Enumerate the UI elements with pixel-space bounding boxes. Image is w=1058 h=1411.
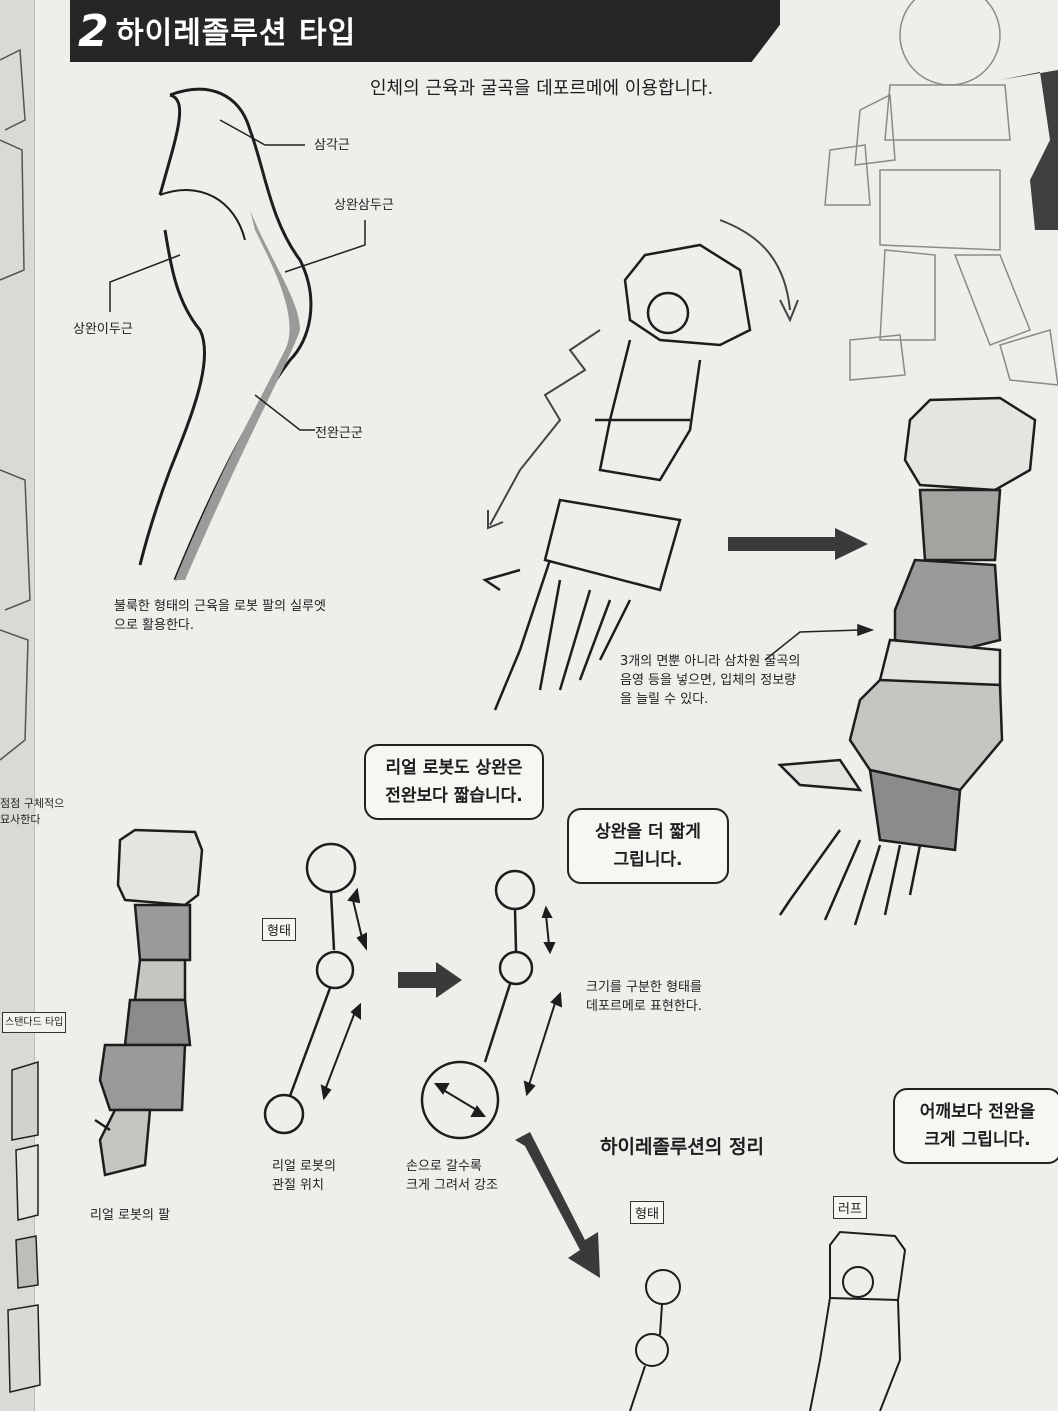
label-biceps: 상완이두근 xyxy=(73,322,133,337)
note-shading-line2: 음영 등을 넣으면, 입체의 정보량 xyxy=(620,673,797,688)
section-number: 2 xyxy=(78,6,109,57)
note-hand-line1: 손으로 갈수록 xyxy=(406,1159,482,1174)
page-title: 하이레졸루션 타입 xyxy=(116,16,357,51)
note-size-line2: 데포르메로 표현한다. xyxy=(586,999,702,1014)
label-triceps: 상완삼두근 xyxy=(334,198,394,213)
leader-arrow xyxy=(764,623,875,661)
note-joint-line1: 리얼 로봇의 xyxy=(272,1159,336,1174)
margin-icons xyxy=(7,1060,41,1393)
speech-bubble-real-robot: 리얼 로봇도 상완은 전완보다 짧습니다. xyxy=(364,744,544,820)
margin-note-line2: 묘사한다 xyxy=(0,813,41,826)
note-joint-position: 리얼 로봇의 관절 위치 xyxy=(272,1157,336,1195)
note-size-line1: 크기를 구분한 형태를 xyxy=(586,980,702,995)
summary-sketch-rough xyxy=(809,1230,907,1411)
caption-real-arm: 리얼 로봇의 팔 xyxy=(90,1208,171,1223)
margin-note: 점점 구체적으 묘사한다 xyxy=(0,796,64,828)
finished-robot-arm xyxy=(777,396,1037,926)
note-silhouette: 불룩한 형태의 근육을 로봇 팔의 실루엣 으로 활용한다. xyxy=(114,597,326,635)
note-hand-line2: 크게 그려서 강조 xyxy=(406,1178,498,1193)
bubble1-line1: 리얼 로봇도 상완은 xyxy=(385,758,523,778)
label-forearm: 전완근군 xyxy=(315,426,363,441)
tag-shape-1: 형태 xyxy=(262,918,296,941)
joint-diagram-deformed xyxy=(420,869,536,1140)
note-hand-emphasis: 손으로 갈수록 크게 그려서 강조 xyxy=(406,1157,498,1195)
speech-bubble-shorter: 상완을 더 짧게 그립니다. xyxy=(567,808,729,884)
length-arrows xyxy=(320,887,563,1117)
summary-sketch-shape xyxy=(629,1269,681,1411)
bubble3-line2: 크게 그립니다. xyxy=(924,1130,1031,1150)
note-shading: 3개의 면뿐 아니라 삼차원 굴곡의 음영 등을 넣으면, 입체의 정보량 을 … xyxy=(620,652,800,709)
rough-robot-arm xyxy=(482,243,752,711)
note-shading-line1: 3개의 면뿐 아니라 삼차원 굴곡의 xyxy=(620,654,801,669)
arrow-right-large xyxy=(728,528,868,560)
arrow-right-small xyxy=(398,962,462,998)
arrow-down-diagonal xyxy=(515,1132,600,1278)
page-subtitle: 인체의 근육과 굴곡을 데포르메에 이용합니다. xyxy=(370,78,714,99)
label-deltoid: 삼각근 xyxy=(314,138,350,153)
curve-arrows xyxy=(487,219,799,530)
bubble2-line2: 그립니다. xyxy=(613,850,683,870)
chibi-robot-sketch xyxy=(824,0,1058,386)
title-bar xyxy=(70,0,780,62)
speech-bubble-shoulder: 어깨보다 전완을 크게 그립니다. xyxy=(893,1088,1058,1164)
muscle-shading xyxy=(175,210,300,580)
dark-robot-part xyxy=(1000,70,1058,230)
bubble3-line1: 어깨보다 전완을 xyxy=(919,1102,1036,1122)
real-robot-arm xyxy=(94,828,204,1177)
note-silhouette-line2: 으로 활용한다. xyxy=(114,618,195,633)
summary-heading: 하이레졸루션의 정리 xyxy=(600,1136,764,1158)
joint-diagram-real xyxy=(263,842,357,1135)
note-silhouette-line1: 불룩한 형태의 근육을 로봇 팔의 실루엣 xyxy=(114,599,327,614)
margin-note-line1: 점점 구체적으 xyxy=(0,797,65,810)
bubble2-line1: 상완을 더 짧게 xyxy=(595,822,701,842)
margin-tag: 스탠다드 타입 xyxy=(2,1012,67,1033)
margin-sketches xyxy=(0,48,31,761)
leader-lines xyxy=(109,119,366,431)
muscle-arm-sketch xyxy=(138,87,313,581)
note-shading-line3: 을 늘릴 수 있다. xyxy=(620,692,709,707)
tag-shape-2: 형태 xyxy=(630,1201,664,1224)
note-size: 크기를 구분한 형태를 데포르메로 표현한다. xyxy=(586,978,702,1016)
bubble1-line2: 전완보다 짧습니다. xyxy=(385,786,523,806)
tag-rough: 러프 xyxy=(833,1196,867,1219)
note-joint-line2: 관절 위치 xyxy=(272,1178,324,1193)
